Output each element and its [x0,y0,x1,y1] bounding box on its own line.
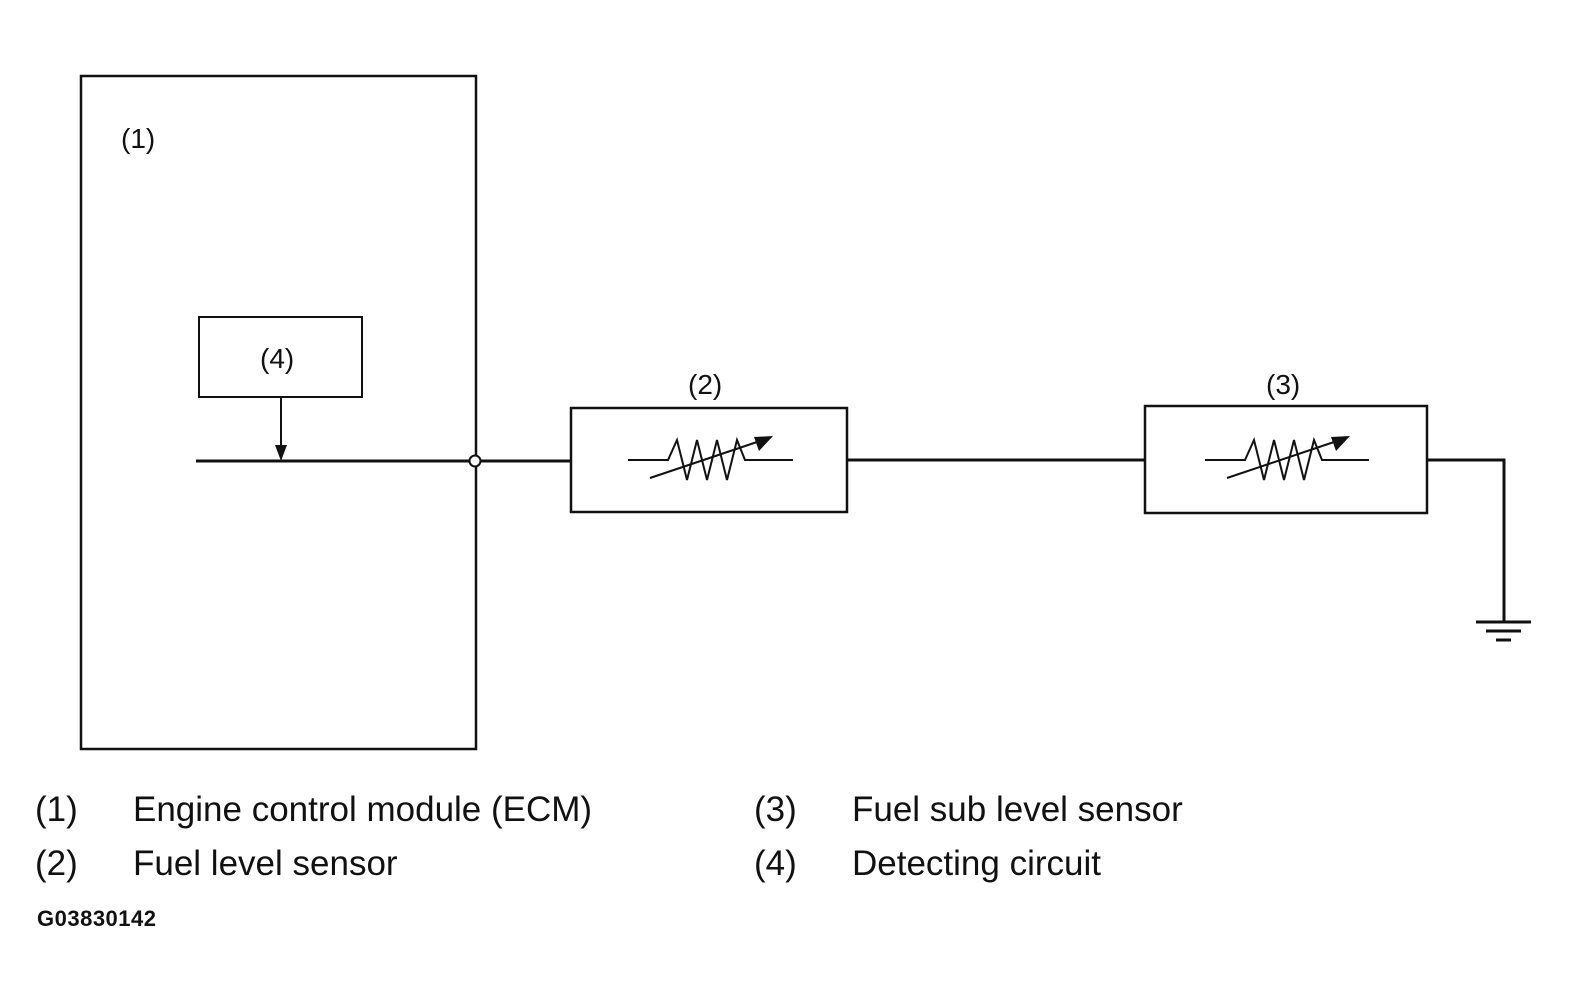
legend-label: Fuel sub level sensor [852,790,1183,829]
ground-icon [1476,620,1531,642]
legend-number: (4) [754,844,797,883]
ecm-tag: (1) [121,123,155,154]
fuel-level-sensor-tag: (2) [688,369,722,400]
legend-number: (1) [35,790,78,829]
legend-number: (2) [35,844,78,883]
variable-resistor-icon [1205,436,1369,481]
legend-label: Engine control module (ECM) [133,790,593,829]
detecting-circuit-tag: (4) [260,343,294,374]
figure-id: G03830142 [37,906,157,931]
wire-to-ground [1427,458,1506,622]
detect-arrow-head [275,445,287,461]
ecm-terminal [468,454,482,468]
legend-label: Fuel level sensor [133,844,398,883]
fuel-sub-level-sensor-box [1143,404,1429,515]
fuel-sub-level-sensor-tag: (3) [1266,369,1300,400]
ecm-box [79,74,478,751]
variable-resistor-icon [628,436,793,481]
legend-number: (3) [754,790,797,829]
fuel-level-sensor-box [569,406,849,514]
legend-label: Detecting circuit [852,844,1101,883]
